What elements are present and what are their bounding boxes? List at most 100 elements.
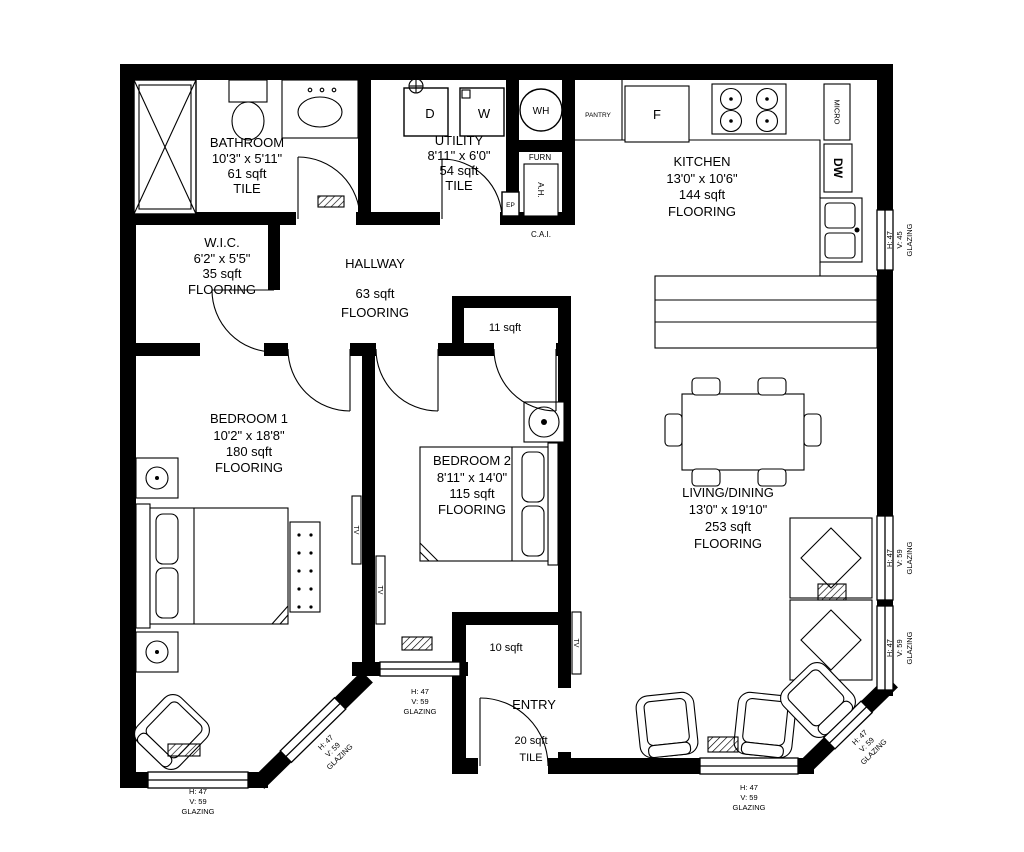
vent [317, 195, 345, 208]
armchair [635, 691, 699, 759]
desk-table-bedroom2 [523, 401, 565, 443]
bathroom-fixtures [133, 79, 359, 215]
room-name: UTILITY [435, 133, 484, 148]
glazing-v: V: 59 [895, 549, 904, 566]
water-heater-label: WH [533, 106, 550, 117]
glazing-labels: H: 47 V: 59 GLAZING H: 47 V: 59 GLAZING … [182, 223, 914, 816]
tv-label: TV [572, 639, 579, 648]
vent [707, 736, 739, 753]
room-name: HALLWAY [345, 256, 405, 271]
glazing-word: GLAZING [905, 223, 914, 256]
living-furniture: TV [134, 377, 873, 771]
air-handler-label: A.H. [536, 182, 545, 198]
bedroom2-label: BEDROOM 2 8'11" x 14'0" 115 sqft FLOORIN… [433, 453, 511, 517]
armchair-corner-left [134, 693, 210, 771]
nightstand-lamp [135, 631, 179, 673]
tv-label: TV [376, 586, 383, 595]
dining-table [681, 393, 805, 471]
window-diagonal-right [828, 706, 868, 744]
room-name: KITCHEN [673, 154, 730, 169]
glazing-h: H: 47 [885, 231, 894, 249]
microwave: MICRO [823, 83, 851, 141]
kitchen-fixtures: PANTRY F MICRO DW [575, 80, 878, 349]
window-living-south [699, 757, 799, 775]
window-living-east-1 [876, 515, 894, 601]
room-dims: 13'0" x 10'6" [666, 171, 738, 186]
electrical-panel-box [501, 191, 520, 217]
dresser-bedroom1 [289, 521, 321, 613]
stove [711, 83, 787, 135]
door-wic [211, 289, 275, 353]
window-bedroom1-south [147, 771, 249, 789]
door-bedroom1 [287, 348, 351, 412]
glazing-v: V: 59 [411, 697, 428, 706]
glazing-label-diagonal-left: H: 47 V: 59 GLAZING [316, 733, 355, 772]
bathroom-label: BATHROOM 10'3" x 5'11" 61 sqft TILE [210, 135, 284, 196]
glazing-label-living-east-2: H: 47 V: 59 GLAZING [885, 631, 914, 664]
utility-label: UTILITY 8'11" x 6'0" 54 sqft TILE [427, 133, 490, 193]
room-name: LIVING/DINING [682, 485, 774, 500]
room-area: 20 sqft [514, 735, 547, 747]
dining-chair [691, 468, 721, 487]
glazing-h: H: 47 [885, 639, 894, 657]
room-dims: 6'2" x 5'5" [194, 251, 251, 266]
dryer-label: D [425, 106, 434, 121]
tv-living: TV [571, 611, 582, 675]
glazing-v: V: 59 [895, 639, 904, 656]
bedroom1-furniture: TV [135, 457, 362, 673]
tv-label: TV [352, 526, 359, 535]
vent [401, 636, 433, 651]
door-bedroom2 [375, 348, 439, 412]
window-living-east-2 [876, 605, 894, 691]
glazing-label-living-east-1: H: 47 V: 59 GLAZING [885, 541, 914, 574]
door-utility [441, 158, 503, 220]
closet-entry-area: 10 sqft [489, 642, 522, 654]
electrical-panel-label: EP [506, 202, 515, 209]
glazing-label-living-south: H: 47 V: 59 GLAZING [733, 783, 766, 812]
room-floor: TILE [233, 181, 261, 196]
dining-chair [757, 377, 787, 396]
room-area: 144 sqft [679, 187, 726, 202]
door-bathroom [297, 156, 361, 220]
bedroom2-furniture: TV [375, 401, 565, 625]
room-area: 54 sqft [439, 163, 478, 178]
door-closet-bedroom2 [493, 348, 557, 412]
floor-vents [167, 195, 847, 757]
washer: W [459, 87, 505, 137]
headboard [547, 442, 559, 566]
pillow [521, 451, 545, 503]
vent [817, 583, 847, 601]
glazing-h: H: 47 [411, 687, 429, 696]
room-floor: TILE [445, 178, 473, 193]
utility-fixtures: D W WH FURN A.H. EP C.A.I. [403, 78, 563, 239]
vent [167, 743, 201, 757]
sofa-module-2 [789, 599, 873, 681]
room-floor: FLOORING [188, 282, 256, 297]
room-area: 180 sqft [226, 444, 273, 459]
tv-bedroom2: TV [375, 555, 386, 625]
windows [147, 209, 894, 789]
bedroom1-label: BEDROOM 1 10'2" x 18'8" 180 sqft FLOORIN… [210, 411, 288, 475]
dining-chair [803, 413, 822, 447]
pillow [155, 567, 179, 619]
room-dims: 8'11" x 6'0" [427, 148, 490, 163]
room-name: BATHROOM [210, 135, 284, 150]
glazing-h: H: 47 [740, 783, 758, 792]
bed-bedroom2 [419, 442, 559, 566]
glazing-v: V: 59 [740, 793, 757, 802]
window-diagonal-left [285, 702, 341, 758]
room-name: BEDROOM 1 [210, 411, 288, 426]
dishwasher: DW [823, 143, 853, 193]
closet-bedroom2-area: 11 sqft [489, 322, 521, 334]
microwave-label: MICRO [833, 100, 842, 125]
living-label: LIVING/DINING 13'0" x 19'10" 253 sqft FL… [682, 485, 774, 551]
diagonal-wall-left [253, 671, 373, 789]
wic-label: W.I.C. 6'2" x 5'5" 35 sqft FLOORING [188, 235, 256, 297]
furnace-closet: FURN A.H. EP C.A.I. [501, 153, 559, 239]
glazing-v: V: 59 [189, 797, 206, 806]
room-labels: BATHROOM 10'3" x 5'11" 61 sqft TILE UTIL… [188, 133, 774, 764]
room-area: 63 sqft [355, 286, 394, 301]
room-dims: 10'3" x 5'11" [212, 151, 283, 166]
